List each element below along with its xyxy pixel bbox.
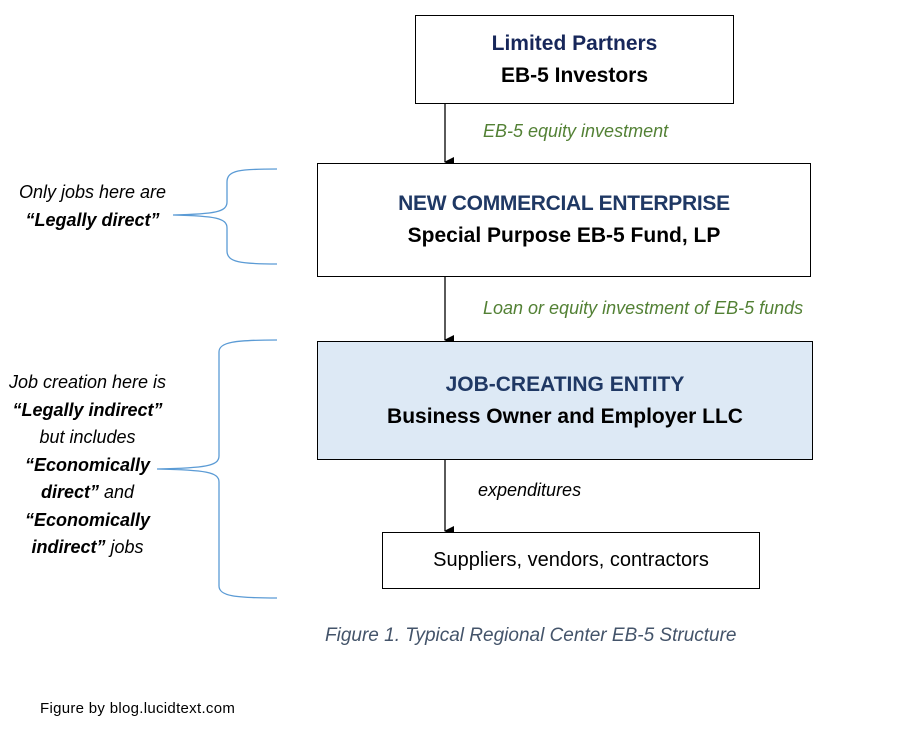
annotation-text: jobs bbox=[105, 537, 144, 557]
node-title: JOB-CREATING ENTITY bbox=[445, 372, 685, 396]
node-subtitle: Special Purpose EB-5 Fund, LP bbox=[407, 224, 721, 247]
annotation-text: Job creation here is bbox=[8, 372, 167, 392]
annotation-text: but includes bbox=[39, 427, 136, 447]
annotation-emphasis: “Legally indirect” bbox=[12, 399, 163, 420]
figure-credit: Figure by blog.lucidtext.com bbox=[40, 700, 236, 717]
brace-legally-indirect bbox=[156, 339, 278, 599]
brace-legally-direct bbox=[172, 168, 278, 265]
edge-label-loan-or-equity: Loan or equity investment of EB-5 funds bbox=[483, 298, 804, 318]
annotation-legally-indirect: Job creation here is “Legally indirect” … bbox=[5, 369, 170, 562]
node-title: Limited Partners bbox=[491, 31, 658, 55]
figure-caption: Figure 1. Typical Regional Center EB-5 S… bbox=[325, 625, 737, 646]
node-job-creating-entity: JOB-CREATING ENTITY Business Owner and E… bbox=[317, 341, 813, 460]
node-suppliers: Suppliers, vendors, contractors bbox=[382, 532, 760, 589]
node-subtitle: Business Owner and Employer LLC bbox=[387, 404, 743, 428]
edge-label-expenditures: expenditures bbox=[478, 480, 582, 500]
node-subtitle: EB-5 Investors bbox=[500, 63, 649, 87]
node-limited-partners: Limited Partners EB-5 Investors bbox=[415, 15, 734, 104]
annotation-emphasis: “Economically indirect” bbox=[24, 509, 151, 558]
node-new-commercial-enterprise: NEW COMMERCIAL ENTERPRISE Special Purpos… bbox=[317, 163, 811, 277]
annotation-text: Only jobs here are bbox=[18, 182, 167, 202]
annotation-text: and bbox=[98, 482, 135, 502]
node-title: NEW COMMERCIAL ENTERPRISE bbox=[398, 192, 730, 215]
annotation-emphasis: “Legally direct” bbox=[25, 209, 160, 230]
edge-label-equity-investment: EB-5 equity investment bbox=[483, 121, 669, 141]
annotation-legally-direct: Only jobs here are “Legally direct” bbox=[10, 179, 175, 234]
annotation-emphasis: “Economically direct” bbox=[24, 454, 151, 503]
node-label: Suppliers, vendors, contractors bbox=[433, 549, 709, 571]
